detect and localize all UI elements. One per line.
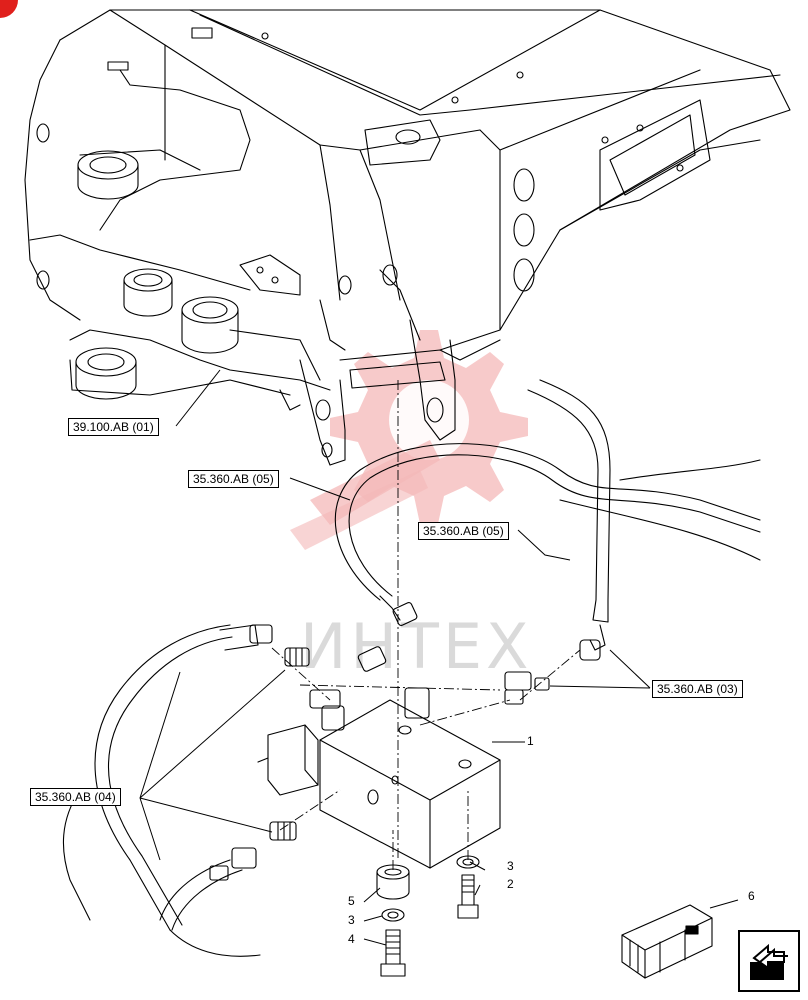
arrow-link-icon <box>750 943 788 980</box>
fasteners <box>376 855 480 977</box>
callout-6: 6 <box>748 889 755 903</box>
left-arm <box>24 39 331 400</box>
hose-reference-label-04[interactable]: 35.360.AB (04) <box>30 788 121 806</box>
watermark-text: ИНТЕХ <box>300 610 533 683</box>
hose-reference-label-05-left[interactable]: 35.360.AB (05) <box>188 470 279 488</box>
valve-block <box>257 699 501 869</box>
callout-5: 5 <box>348 894 355 908</box>
hose-reference-label-03[interactable]: 35.360.AB (03) <box>652 680 743 698</box>
hoses <box>62 379 761 957</box>
mount-lugs <box>279 264 501 466</box>
callout-4: 4 <box>348 932 355 946</box>
frame-assembly <box>59 9 791 351</box>
corner-marker-icon <box>0 0 18 18</box>
callout-3-right: 3 <box>507 859 514 873</box>
kit-crate-icon <box>621 904 713 979</box>
callout-3-left: 3 <box>348 913 355 927</box>
callout-1: 1 <box>527 734 534 748</box>
hose-reference-label-05-right[interactable]: 35.360.AB (05) <box>418 522 509 540</box>
navigate-link-button[interactable] <box>738 930 800 992</box>
frame-reference-label[interactable]: 39.100.AB (01) <box>68 418 159 436</box>
callout-2: 2 <box>507 877 514 891</box>
